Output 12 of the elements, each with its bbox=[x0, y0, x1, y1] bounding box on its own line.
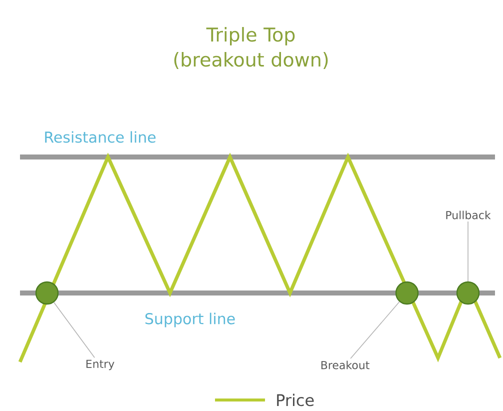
title: Triple Top (breakout down) bbox=[174, 27, 328, 69]
marker-circle bbox=[456, 281, 480, 305]
leader-line bbox=[53, 302, 95, 358]
marker-circle bbox=[395, 281, 419, 305]
legend-text: Price bbox=[277, 394, 314, 406]
callout-text: Entry bbox=[86, 360, 114, 370]
marker-circle bbox=[35, 281, 59, 305]
line-label: Support line bbox=[145, 312, 235, 328]
leader-line bbox=[350, 301, 400, 359]
line-label: Resistance line bbox=[45, 131, 156, 143]
callout-text: Pullback bbox=[446, 210, 491, 220]
callout-text: Breakout bbox=[321, 360, 370, 370]
